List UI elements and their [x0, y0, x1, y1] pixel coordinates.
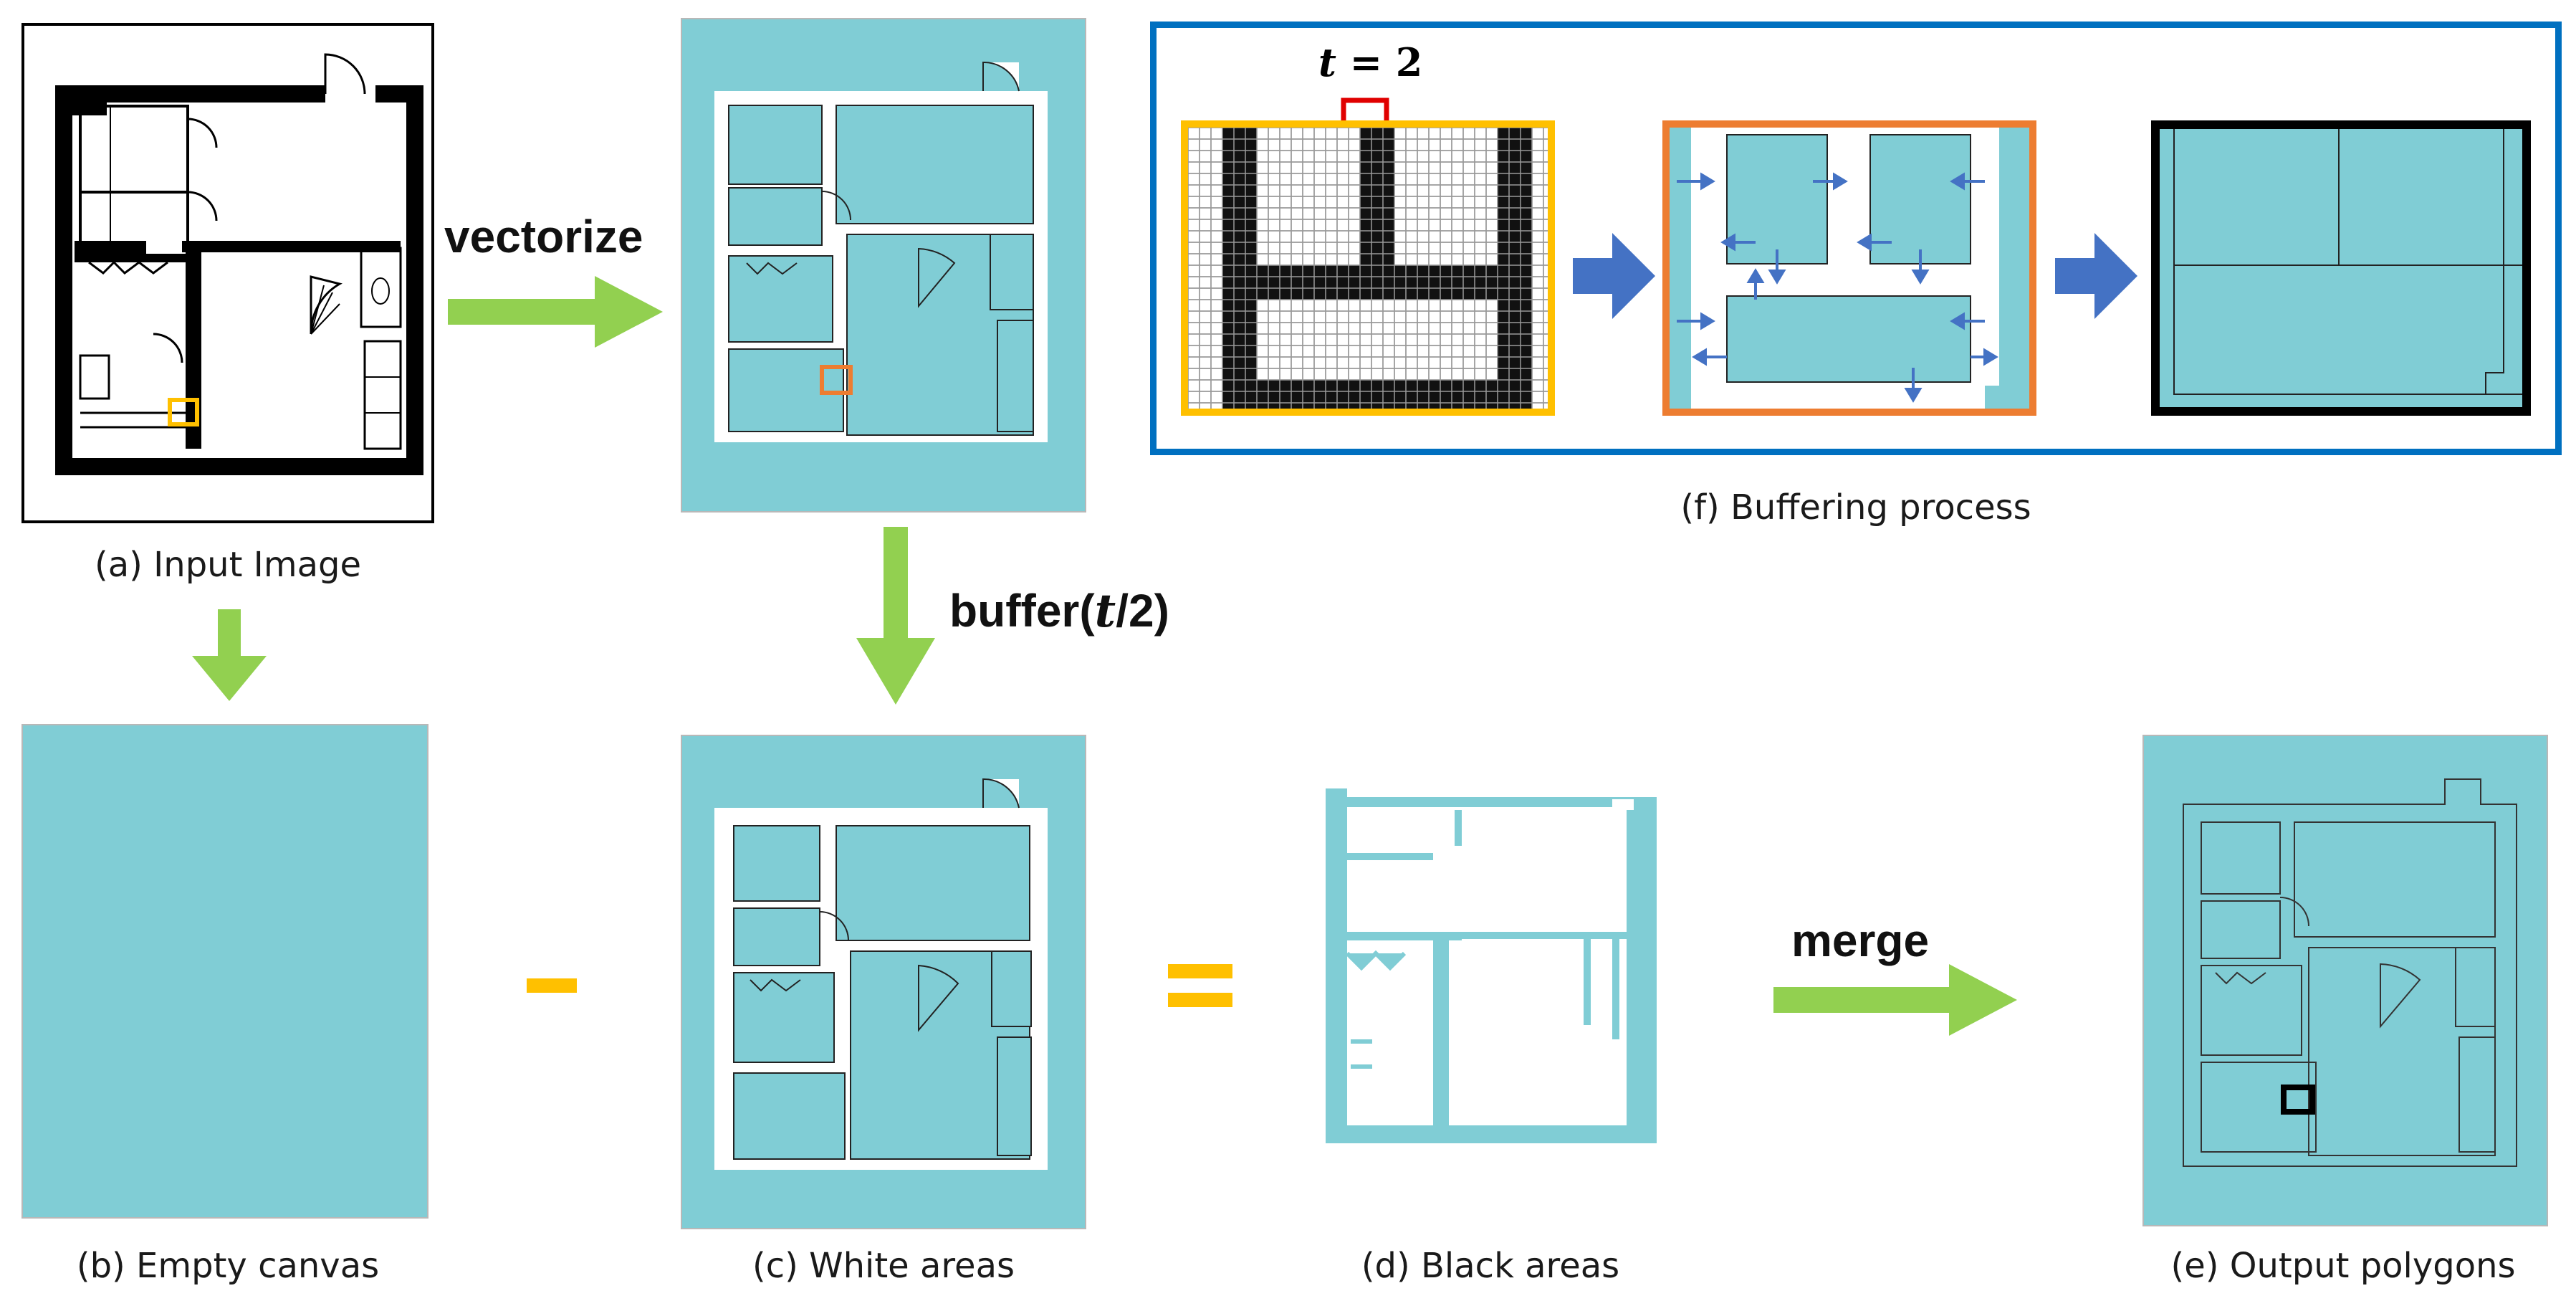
vectorize-label: vectorize	[444, 211, 643, 262]
merged-polygons-panel	[2151, 120, 2531, 416]
t-equals-label: t = 2	[1318, 39, 1422, 85]
vectorized-floorplan	[714, 61, 1048, 442]
caption-empty-canvas: (b) Empty canvas	[76, 1246, 380, 1286]
caption-input-image: (a) Input Image	[95, 545, 361, 585]
vectorized-panel	[681, 18, 1086, 513]
buffer-suffix: /2)	[1116, 585, 1169, 637]
white-areas-floorplan	[714, 778, 1048, 1170]
output-polygons-floorplan	[2183, 778, 2517, 1167]
arrow-right-merge	[1773, 964, 2017, 1036]
arrow-right-vectorize	[448, 276, 663, 348]
buffering-process-frame	[1150, 22, 2562, 455]
input-image-panel	[21, 23, 434, 523]
black-highlight-box	[2281, 1085, 2315, 1115]
merged-polygons	[2173, 129, 2522, 395]
buffer-label: buffer(t/2)	[949, 584, 1169, 638]
arrow-blue-2	[2055, 233, 2137, 319]
white-areas-panel	[681, 735, 1086, 1229]
caption-black-areas: (d) Black areas	[1361, 1246, 1620, 1286]
buffer-arg: t	[1094, 584, 1116, 638]
black-areas-floorplan	[1326, 788, 1657, 1143]
t-brace	[1341, 97, 1389, 129]
black-areas-panel	[1326, 788, 1657, 1143]
pixel-grid	[1188, 128, 1548, 409]
equals-operator	[1168, 964, 1232, 1007]
input-floorplan	[55, 53, 423, 475]
minus-operator	[527, 978, 577, 993]
empty-canvas-panel	[21, 724, 428, 1219]
t-value: = 2	[1349, 39, 1423, 85]
arrow-down-a	[192, 609, 267, 701]
arrow-blue-1	[1573, 233, 1655, 319]
pixel-grid-panel	[1181, 120, 1555, 416]
caption-buffering-process: (f) Buffering process	[1680, 487, 2031, 528]
arrow-down-buffer	[856, 527, 935, 705]
buffer-prefix: buffer(	[949, 585, 1095, 637]
caption-output-polygons: (e) Output polygons	[2170, 1246, 2516, 1286]
buffered-polygons	[1670, 128, 2029, 409]
yellow-highlight-box	[168, 398, 199, 426]
caption-white-areas: (c) White areas	[752, 1246, 1015, 1286]
output-polygons-panel	[2142, 735, 2548, 1226]
t-symbol: t	[1318, 39, 1336, 85]
buffered-polygons-panel	[1662, 120, 2036, 416]
orange-highlight-box	[820, 365, 853, 395]
merge-label: merge	[1791, 915, 1930, 966]
